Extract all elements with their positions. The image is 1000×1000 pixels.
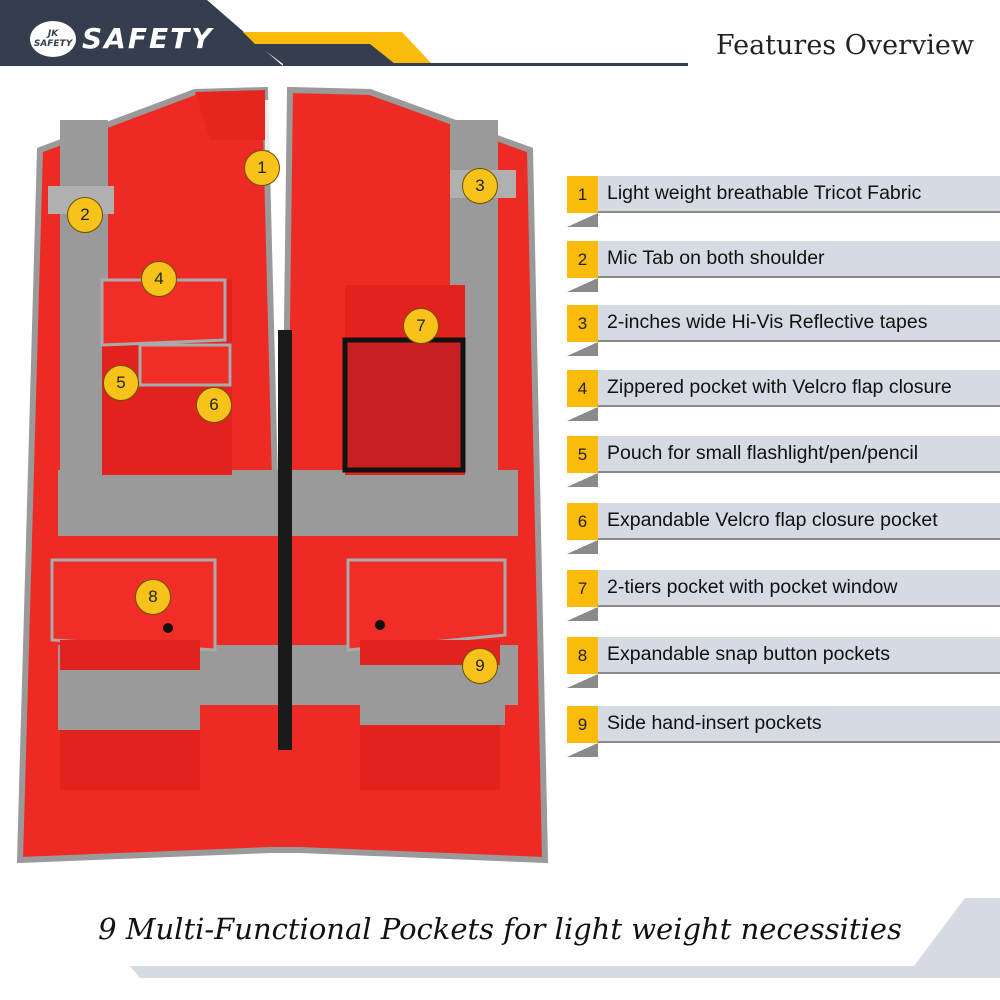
feature-number: 8 [567,637,598,674]
feature-number: 7 [567,570,598,607]
feature-number: 1 [567,176,598,213]
feature-label: Zippered pocket with Velcro flap closure [598,370,1000,407]
feature-number: 6 [567,503,598,540]
callout-badge-4: 4 [141,261,177,297]
feature-label: Expandable Velcro flap closure pocket [598,503,1000,540]
feature-label: Pouch for small flashlight/pen/pencil [598,436,1000,473]
feature-number: 9 [567,706,598,743]
logo-text: SAFETY [82,22,214,55]
callout-badge-3: 3 [462,168,498,204]
feature-label: Mic Tab on both shoulder [598,241,1000,278]
footer-decoration [130,898,1000,978]
callout-badge-6: 6 [196,387,232,423]
feature-label: Side hand-insert pockets [598,706,1000,743]
callout-badge-7: 7 [403,308,439,344]
callout-badge-5: 5 [103,365,139,401]
tagline: 9 Multi-Functional Pockets for light wei… [98,912,902,946]
feature-label: Expandable snap button pockets [598,637,1000,674]
feature-label: 2-inches wide Hi-Vis Reflective tapes [598,305,1000,342]
feature-label: Light weight breathable Tricot Fabric [598,176,1000,213]
brand-logo: JK SAFETY [30,21,76,57]
feature-number: 2 [567,241,598,278]
feature-label: 2-tiers pocket with pocket window [598,570,1000,607]
callout-badge-9: 9 [462,648,498,684]
callout-badge-2: 2 [67,197,103,233]
callout-badge-8: 8 [135,579,171,615]
page-title: Features Overview [715,30,974,61]
feature-number: 5 [567,436,598,473]
feature-number: 3 [567,305,598,342]
feature-number: 4 [567,370,598,407]
callout-badge-1: 1 [244,150,280,186]
